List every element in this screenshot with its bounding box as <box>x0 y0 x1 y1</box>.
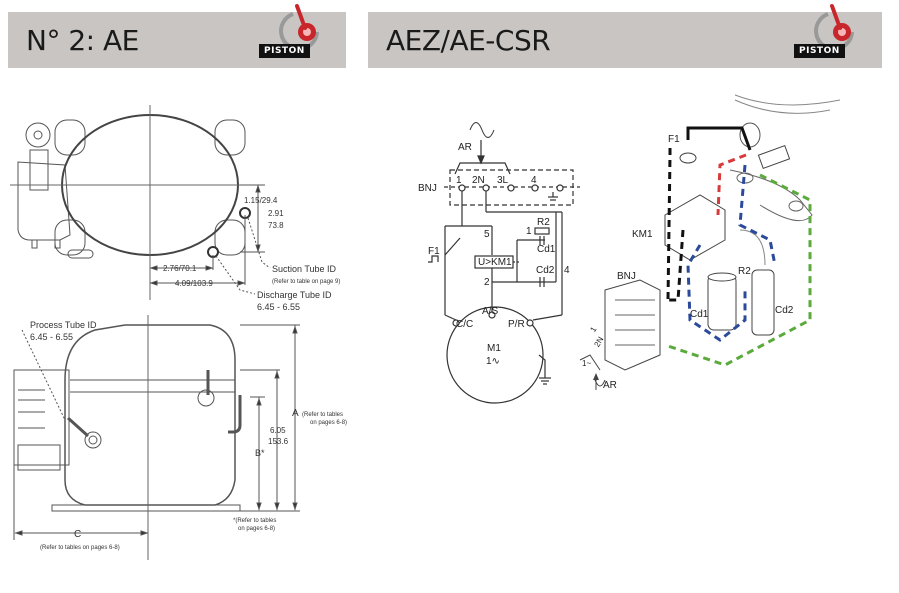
left-page-title: N° 2: AE <box>26 24 139 57</box>
schematic-labels: AR BNJ 1 2N 3L 4 F1 U>KM1 R2 Cd1 Cd2 5 1… <box>418 142 570 367</box>
dim-2-91: 2.91 <box>268 209 284 218</box>
terminal-4: 4 <box>531 175 537 186</box>
node-2: 2 <box>484 277 490 288</box>
dim-2-76: 2.76/70.1 <box>163 264 197 273</box>
side-view-drawing <box>13 315 300 560</box>
wiring-schematic <box>428 122 580 404</box>
motor-phase: 1∿ <box>486 356 500 367</box>
dim-6-05: 6.05 <box>270 426 286 435</box>
discharge-tube-value: 6.45 - 6.55 <box>257 302 300 312</box>
r2-label: R2 <box>738 266 751 277</box>
discharge-tube-label: Discharge Tube ID <box>257 290 332 300</box>
left-header-banner: N° 2: AE <box>8 12 346 68</box>
terminal-2n: 2N <box>472 175 485 186</box>
dim-b-note-2: on pages 6-8) <box>238 526 275 532</box>
node-1: 1 <box>526 226 532 237</box>
cd2-label: Cd2 <box>775 305 794 316</box>
term-1-label: 1 <box>588 325 598 334</box>
supply-label: AR <box>458 142 472 153</box>
overload-label: F1 <box>428 246 440 257</box>
dim-a-note-1: (Refer to tables <box>302 412 343 418</box>
dim-c-note: (Refer to tables on pages 6-8) <box>40 545 120 551</box>
dim-a-label: A <box>292 408 299 419</box>
terminal-block-label: BNJ <box>418 183 437 194</box>
top-view-drawing <box>10 105 271 300</box>
top-view-labels: 1.15/29.4 2.91 73.8 2.76/70.1 4.09/103.9… <box>163 196 340 312</box>
pin-aux: A/S <box>482 306 498 317</box>
pin-main: P/R <box>508 319 525 330</box>
terminal-1: 1 <box>456 175 462 186</box>
piston-logo: PISTON <box>255 2 325 66</box>
single-phase-label: 1~ <box>582 359 591 368</box>
piston-logo: PISTON <box>790 2 860 66</box>
dim-153-6: 153.6 <box>268 437 289 446</box>
suction-tube-note: (Refer to table on page 9) <box>272 279 340 285</box>
cap2-label: Cd2 <box>536 265 555 276</box>
process-tube-value: 6.45 - 6.55 <box>30 332 73 342</box>
logo-text: PISTON <box>794 44 845 58</box>
dim-c-label: C <box>74 529 81 540</box>
dim-73-8: 73.8 <box>268 221 284 230</box>
dim-b-label: B* <box>255 448 265 458</box>
resistor-label: R2 <box>537 217 550 228</box>
process-tube-label: Process Tube ID <box>30 320 97 330</box>
motor-label: M1 <box>487 343 501 354</box>
dim-1-15: 1.15/29.4 <box>244 196 278 205</box>
f1-label: F1 <box>668 134 680 145</box>
km1-label: KM1 <box>632 229 653 240</box>
dim-4-09: 4.09/103.9 <box>175 279 213 288</box>
pin-common: C/C <box>456 319 473 330</box>
node-5: 5 <box>484 229 490 240</box>
bnj-label: BNJ <box>617 271 636 282</box>
right-header-banner: AEZ/AE-CSR <box>368 12 882 68</box>
side-view-labels: Process Tube ID 6.45 - 6.55 A (Refer to … <box>30 320 347 551</box>
right-page-title: AEZ/AE-CSR <box>386 24 551 57</box>
wiring-pictorial <box>579 94 841 390</box>
logo-text: PISTON <box>259 44 310 58</box>
suction-tube-label: Suction Tube ID <box>272 264 337 274</box>
piston-logo-icon <box>814 4 854 51</box>
terminal-3l: 3L <box>497 175 509 186</box>
term-2n-label: 2N <box>592 335 605 349</box>
cap1-label: Cd1 <box>537 244 556 255</box>
node-4: 4 <box>564 265 570 276</box>
dim-a-note-2: on pages 6-8) <box>310 420 347 426</box>
cd1-label: Cd1 <box>690 309 709 320</box>
dim-b-note-1: *(Refer to tables <box>233 518 276 524</box>
relay-label: U>KM1 <box>478 257 512 268</box>
ar-label: AR <box>603 380 617 391</box>
